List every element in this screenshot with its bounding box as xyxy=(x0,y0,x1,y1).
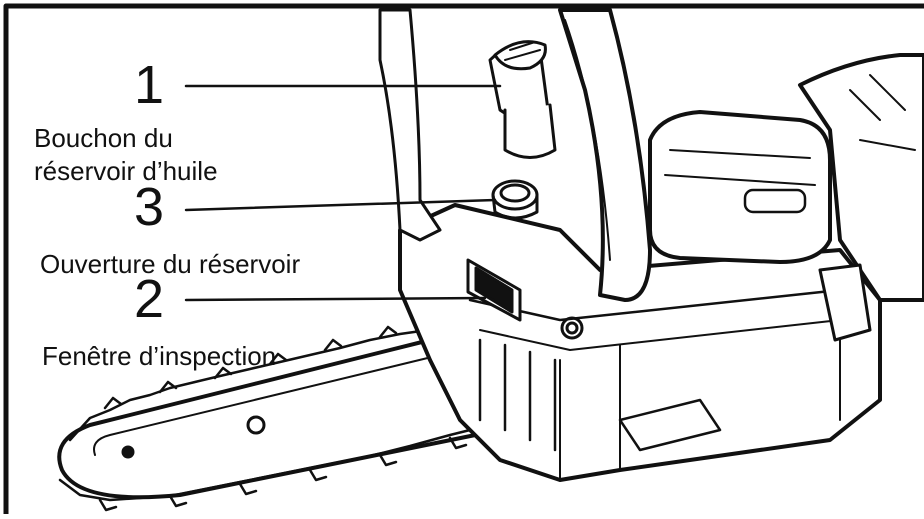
top-handle xyxy=(378,8,652,302)
chain-brake-cover xyxy=(618,398,722,452)
motor-housing xyxy=(398,203,882,482)
leader-line-2 xyxy=(184,296,487,302)
saw-chain xyxy=(58,325,512,512)
inspection-window-glass xyxy=(474,266,514,314)
callout-label-3: Ouverture du réservoir xyxy=(40,249,301,279)
tank-opening xyxy=(491,179,539,220)
callout-number-1: 1 xyxy=(134,55,165,115)
callout-number-2: 2 xyxy=(134,269,165,329)
callout-label-2: Fenêtre d’inspection xyxy=(42,341,277,371)
battery-latch xyxy=(818,263,872,342)
leader-line-3 xyxy=(184,198,497,212)
oil-tank-cap xyxy=(488,40,557,159)
battery-pack xyxy=(648,53,924,302)
callout-number-3: 3 xyxy=(134,177,165,237)
callout-label-1: Bouchon du réservoir d’huile xyxy=(34,123,218,186)
image-frame xyxy=(3,3,924,519)
